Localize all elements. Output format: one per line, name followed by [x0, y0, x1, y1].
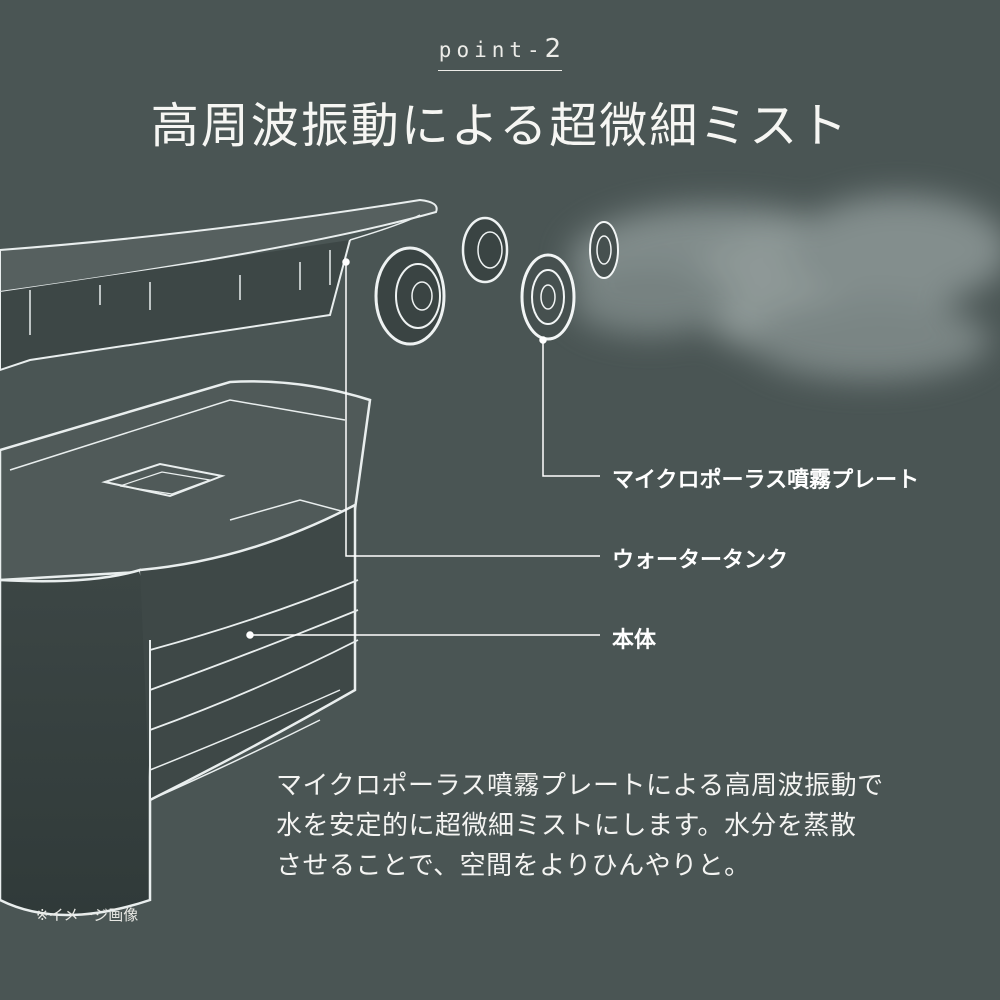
description-line: させることで、空間をよりひんやりと。 — [276, 851, 751, 881]
callout-main-body: 本体 — [612, 628, 657, 653]
leader-line-tank — [345, 262, 600, 557]
vibration-rings — [374, 216, 509, 346]
description-line: マイクロポーラス噴霧プレートによる高周波振動で — [276, 771, 884, 801]
leader-line-plate — [542, 340, 600, 477]
micro-porous-plate — [520, 221, 619, 341]
callout-water-tank: ウォータータンク — [612, 548, 789, 573]
water-tank — [0, 380, 372, 590]
main-body — [0, 502, 359, 917]
headline: 高周波振動による超微細ミスト — [150, 98, 850, 154]
top-lid — [0, 198, 438, 372]
callout-micro-porous-plate: マイクロポーラス噴霧プレート — [612, 468, 920, 493]
leader-lines — [246, 258, 600, 639]
point-prefix: point- — [438, 38, 545, 62]
point-number: 2 — [544, 34, 562, 64]
point-underline — [438, 70, 562, 71]
description-line: 水を安定的に超微細ミストにします。水分を蒸散 — [276, 811, 857, 841]
description: マイクロポーラス噴霧プレートによる高周波振動で 水を安定的に超微細ミストにします… — [276, 766, 976, 886]
image-note: ※イメージ画像 — [36, 906, 139, 924]
mist-cloud — [570, 195, 1000, 380]
point-label: point-2 — [0, 34, 1000, 64]
